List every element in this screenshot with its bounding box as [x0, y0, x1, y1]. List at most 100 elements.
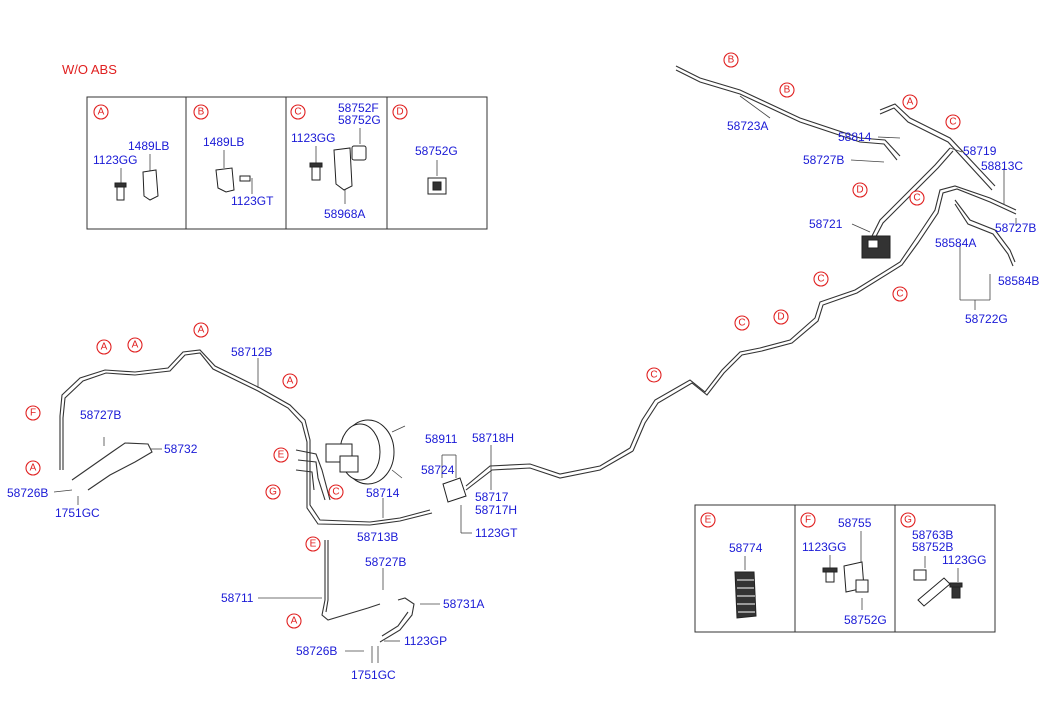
bracket-f-icon — [822, 531, 869, 610]
marker-g: G — [265, 484, 281, 500]
part-58727b: 58727B — [80, 408, 121, 422]
svg-text:C: C — [738, 318, 745, 329]
rear-brake-lines — [629, 65, 1017, 452]
marker-c: C — [909, 190, 925, 206]
svg-text:A: A — [132, 340, 139, 351]
part-58718h: 58718H — [472, 431, 514, 445]
svg-text:A: A — [198, 325, 205, 336]
svg-text:A: A — [907, 97, 914, 108]
marker-a: A — [282, 373, 298, 389]
marker-a: A — [193, 322, 209, 338]
svg-text:E: E — [278, 450, 285, 461]
legend-marker-f: F — [800, 512, 816, 528]
part-1123gp: 1123GP — [404, 634, 447, 648]
marker-b: B — [723, 52, 739, 68]
marker-e: E — [305, 536, 321, 552]
marker-d: D — [773, 309, 789, 325]
svg-text:D: D — [856, 185, 863, 196]
part-58726b: 58726B — [296, 644, 337, 658]
svg-text:A: A — [98, 107, 105, 118]
svg-text:D: D — [396, 107, 403, 118]
svg-text:A: A — [287, 376, 294, 387]
part-58584a: 58584A — [935, 236, 976, 250]
legend-marker-d: D — [392, 104, 408, 120]
legend-marker-a: A — [93, 104, 109, 120]
part-58714: 58714 — [366, 486, 400, 500]
clamp-b-icon — [215, 150, 253, 194]
svg-text:C: C — [650, 370, 657, 381]
legend-c-part-4: 58968A — [324, 207, 365, 221]
proportioning-valve-icon — [442, 447, 634, 503]
legend-a-part-1: 1489LB — [128, 139, 169, 153]
marker-f: F — [25, 405, 41, 421]
legend-b-part-2: 1123GT — [231, 194, 274, 208]
svg-text:C: C — [913, 193, 920, 204]
part-1751gc: 1751GC — [351, 668, 396, 682]
part-58721: 58721 — [809, 217, 843, 231]
part-58727b: 58727B — [995, 221, 1036, 235]
legend-g-part-2: 58752B — [912, 540, 953, 554]
legend-g-part-1: 58763B — [912, 528, 953, 542]
part-1123gt: 1123GT — [475, 526, 518, 540]
brake-booster-icon — [325, 419, 406, 485]
legend-c-part-1: 58752F — [338, 101, 379, 115]
legend-e-part-1: 58774 — [729, 541, 763, 555]
rear-valve-icon — [861, 235, 891, 259]
clamp-a-icon — [114, 154, 159, 201]
svg-text:A: A — [291, 616, 298, 627]
legend-top: A 1489LB 1123GG B 1489LB 1123GT C 58752F… — [86, 96, 488, 230]
grommet-e-icon — [734, 556, 757, 619]
part-58717: 58717 — [475, 490, 509, 504]
marker-c: C — [892, 286, 908, 302]
part-58813c: 58813C — [981, 159, 1023, 173]
legend-marker-e: E — [700, 512, 716, 528]
part-58717h: 58717H — [475, 503, 517, 517]
legend-a-part-2: 1123GG — [93, 153, 137, 167]
legend-c-part-2: 58752G — [338, 113, 381, 127]
marker-c: C — [646, 367, 662, 383]
marker-b: B — [779, 82, 795, 98]
legend-bottom: E 58774 F 58755 1123GG 58752G G 58763B 5… — [694, 504, 996, 633]
marker-c: C — [813, 271, 829, 287]
svg-text:B: B — [784, 85, 791, 96]
part-58814: 58814 — [838, 130, 872, 144]
svg-text:D: D — [777, 312, 784, 323]
svg-text:C: C — [896, 289, 903, 300]
marker-a: A — [902, 94, 918, 110]
part-58727b: 58727B — [803, 153, 844, 167]
legend-f-part-3: 58752G — [844, 613, 887, 627]
marker-a: A — [96, 339, 112, 355]
legend-f-part-1: 58755 — [838, 516, 872, 530]
part-58723a: 58723A — [727, 119, 768, 133]
part-58584b: 58584B — [998, 274, 1039, 288]
legend-marker-c: C — [290, 104, 306, 120]
legend-f-part-2: 1123GG — [802, 540, 846, 554]
marker-a: A — [25, 460, 41, 476]
part-58712b: 58712B — [231, 345, 272, 359]
part-1751gc: 1751GC — [55, 506, 100, 520]
svg-text:C: C — [817, 274, 824, 285]
part-58911: 58911 — [425, 432, 458, 446]
part-58732: 58732 — [164, 442, 198, 456]
part-labels: 58712B 58727B 58732 58726B 1751GC 58714 … — [7, 119, 1039, 682]
leader-lines — [53, 95, 1017, 663]
svg-text:A: A — [30, 463, 37, 474]
part-58713b: 58713B — [357, 530, 398, 544]
legend-g-part-3: 1123GG — [942, 553, 986, 567]
marker-c: C — [945, 114, 961, 130]
svg-text:A: A — [101, 342, 108, 353]
marker-d: D — [852, 182, 868, 198]
marker-a: A — [127, 337, 143, 353]
part-58731a: 58731A — [443, 597, 484, 611]
svg-text:G: G — [904, 515, 912, 526]
legend-marker-b: B — [193, 104, 209, 120]
svg-text:F: F — [805, 515, 811, 526]
svg-text:B: B — [728, 55, 735, 66]
legend-d-part-1: 58752G — [415, 144, 458, 158]
part-58719: 58719 — [963, 144, 997, 158]
part-58724: 58724 — [421, 463, 455, 477]
bracket-g-icon — [913, 556, 963, 607]
svg-text:C: C — [949, 117, 956, 128]
variant-note: W/O ABS — [62, 62, 117, 77]
